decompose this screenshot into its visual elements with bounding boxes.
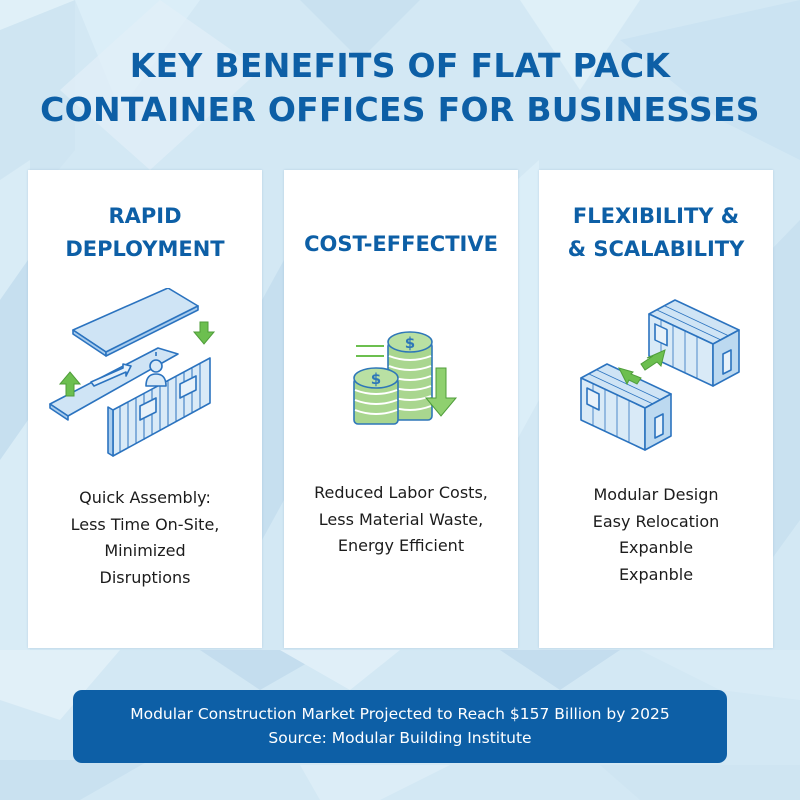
banner-stat-text: Modular Construction Market Projected to… [130,705,670,723]
card-title-line: DEPLOYMENT [65,237,225,261]
benefit-card-rapid-deployment: RAPID DEPLOYMENT [28,170,262,648]
card-text-line: Less Time On-Site, [70,514,220,534]
card-title: FLEXIBILITY & & SCALABILITY [539,200,773,266]
card-text-line: Expanble [618,538,694,557]
coin-stacks-down-arrow-icon: $ $ [353,331,458,425]
page-title: KEY BENEFITS OF FLAT PACK CONTAINER OFFI… [0,44,800,132]
benefit-card-cost-effective: COST-EFFECTIVE [284,170,518,648]
banner-source-text: Source: Modular Building Institute [268,729,532,747]
card-text-line: Energy Efficient [337,536,465,555]
card-text-line: Reduced Labor Costs, [314,483,488,502]
svg-text:$: $ [371,370,381,388]
card-text-line: Easy Relocation [592,511,720,531]
card-text-line: Modular Design [593,485,719,504]
card-title: COST-EFFECTIVE [284,228,518,261]
title-line-2: CONTAINER OFFICES FOR BUSINESSES [40,90,760,129]
card-description: Quick Assembly: Less Time On-Site, Minim… [28,485,262,591]
card-text-line: Disruptions [99,567,191,587]
card-text-line: Minimized [104,541,186,560]
svg-text:$: $ [405,334,415,352]
card-text-line: Expanble [618,564,694,584]
container-assembly-icon [49,288,216,457]
card-text-line: Quick Assembly: [79,488,211,507]
market-stat-banner: Modular Construction Market Projected to… [73,690,727,763]
card-title-line: RAPID [108,204,182,228]
card-title-line: FLEXIBILITY & [572,204,740,228]
card-title-line: & SCALABILITY [567,237,745,261]
card-description: Modular Design Easy Relocation Expanble … [539,482,773,588]
two-containers-arrows-icon [580,299,740,451]
title-line-1: KEY BENEFITS OF FLAT PACK [129,46,671,85]
benefit-card-flexibility-scalability: FLEXIBILITY & & SCALABILITY [539,170,773,648]
card-title: RAPID DEPLOYMENT [28,200,262,266]
card-text-line: Less Material Waste, [318,509,484,529]
card-title-line: COST-EFFECTIVE [304,232,498,256]
card-description: Reduced Labor Costs, Less Material Waste… [284,480,518,560]
